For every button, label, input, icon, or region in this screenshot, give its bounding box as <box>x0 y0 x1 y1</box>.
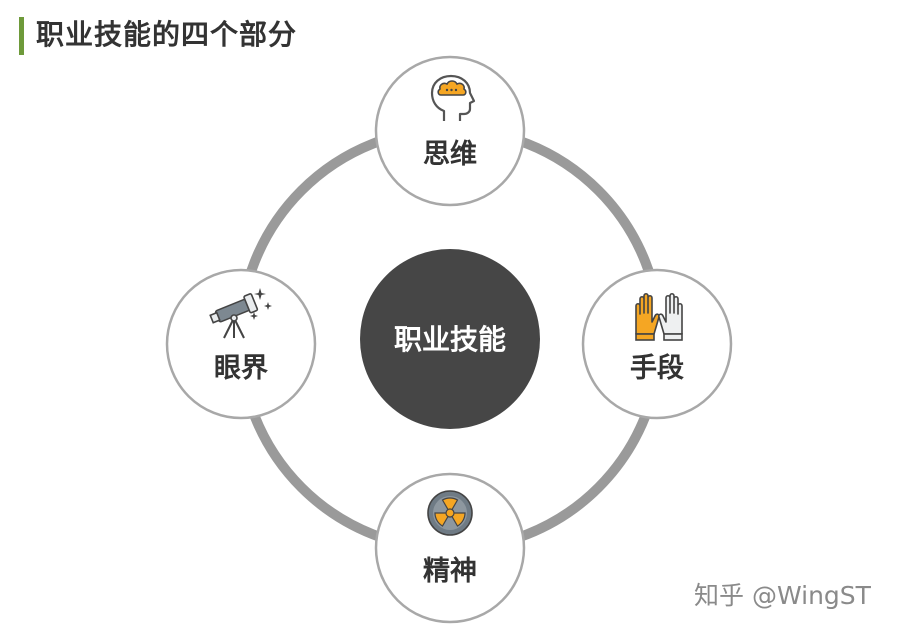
node-spirit: 精神 <box>374 472 526 624</box>
node-label-spirit: 精神 <box>423 556 477 587</box>
page-title: 职业技能的四个部分 <box>36 18 298 51</box>
brain-head-icon <box>430 74 476 121</box>
node-circle <box>581 268 733 420</box>
gloves-icon <box>635 292 683 341</box>
center-label: 职业技能 <box>394 323 506 356</box>
watermark: 知乎 @WingST <box>694 581 871 610</box>
node-circle <box>374 472 526 624</box>
node-circle <box>374 55 526 207</box>
title-accent-bar <box>19 17 24 55</box>
node-means: 手段 <box>581 268 733 420</box>
node-thinking: 思维 <box>374 55 526 207</box>
node-label-vision: 眼界 <box>214 353 268 384</box>
telescope-icon <box>209 288 272 339</box>
center-node: 职业技能 <box>360 249 540 429</box>
radiation-icon <box>427 490 473 536</box>
node-label-thinking: 思维 <box>423 139 477 170</box>
node-vision: 眼界 <box>165 268 317 420</box>
center-circle <box>360 249 540 429</box>
node-label-means: 手段 <box>630 353 684 384</box>
node-circle <box>165 268 317 420</box>
